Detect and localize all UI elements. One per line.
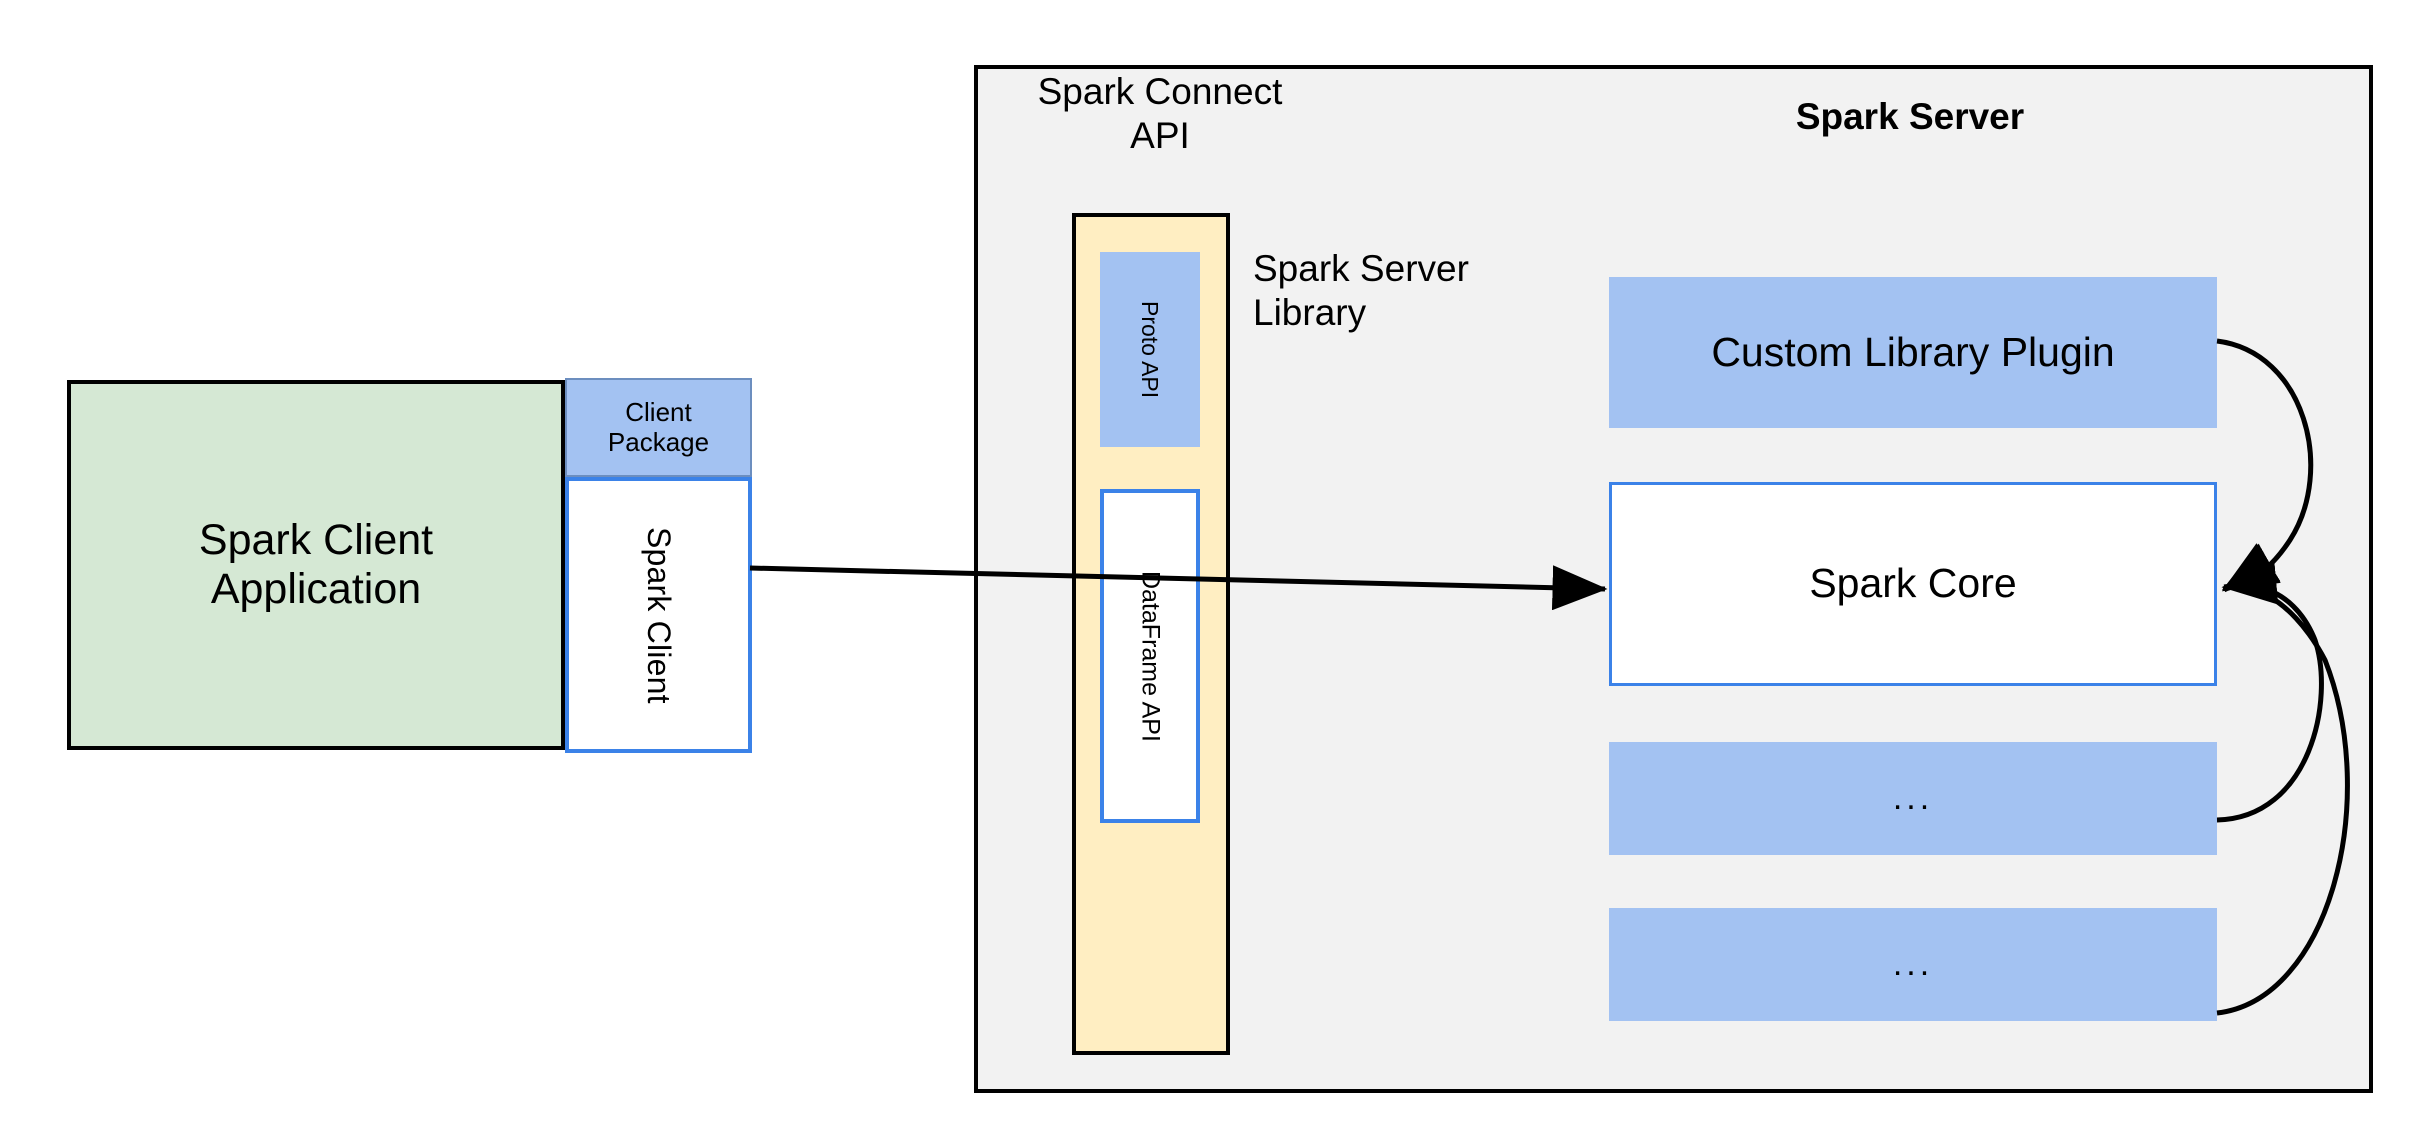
client-package-box[interactable]: Client Package xyxy=(565,378,752,477)
spark-connect-api-label: Spark Connect API xyxy=(1037,71,1283,156)
proto-api-box[interactable]: Proto API xyxy=(1100,252,1200,447)
custom-library-plugin-label: Custom Library Plugin xyxy=(1711,328,2115,375)
spark-client-box[interactable]: Spark Client xyxy=(565,477,752,753)
ellipsis-label-2: ... xyxy=(1892,944,1934,983)
spark-server-library-label: Spark Server Library xyxy=(1253,248,1469,333)
spark-client-application-label: Spark Client Application xyxy=(198,515,434,613)
ellipsis-label-1: ... xyxy=(1892,778,1934,817)
client-package-label: Client Package xyxy=(607,396,710,457)
spark-core-box[interactable]: Spark Core xyxy=(1609,482,2217,686)
dataframe-api-label: DataFrame API xyxy=(1136,570,1165,742)
ellipsis-box-1[interactable]: ... xyxy=(1609,742,2217,855)
dataframe-api-box[interactable]: DataFrame API xyxy=(1100,489,1200,823)
spark-core-label: Spark Core xyxy=(1809,560,2017,607)
spark-client-application-box[interactable]: Spark Client Application xyxy=(67,380,565,750)
proto-api-label: Proto API xyxy=(1137,300,1164,399)
custom-library-plugin-box[interactable]: Custom Library Plugin xyxy=(1609,277,2217,428)
spark-client-label: Spark Client xyxy=(640,526,677,704)
spark-server-title: Spark Server xyxy=(1795,96,2025,137)
ellipsis-box-2[interactable]: ... xyxy=(1609,908,2217,1021)
